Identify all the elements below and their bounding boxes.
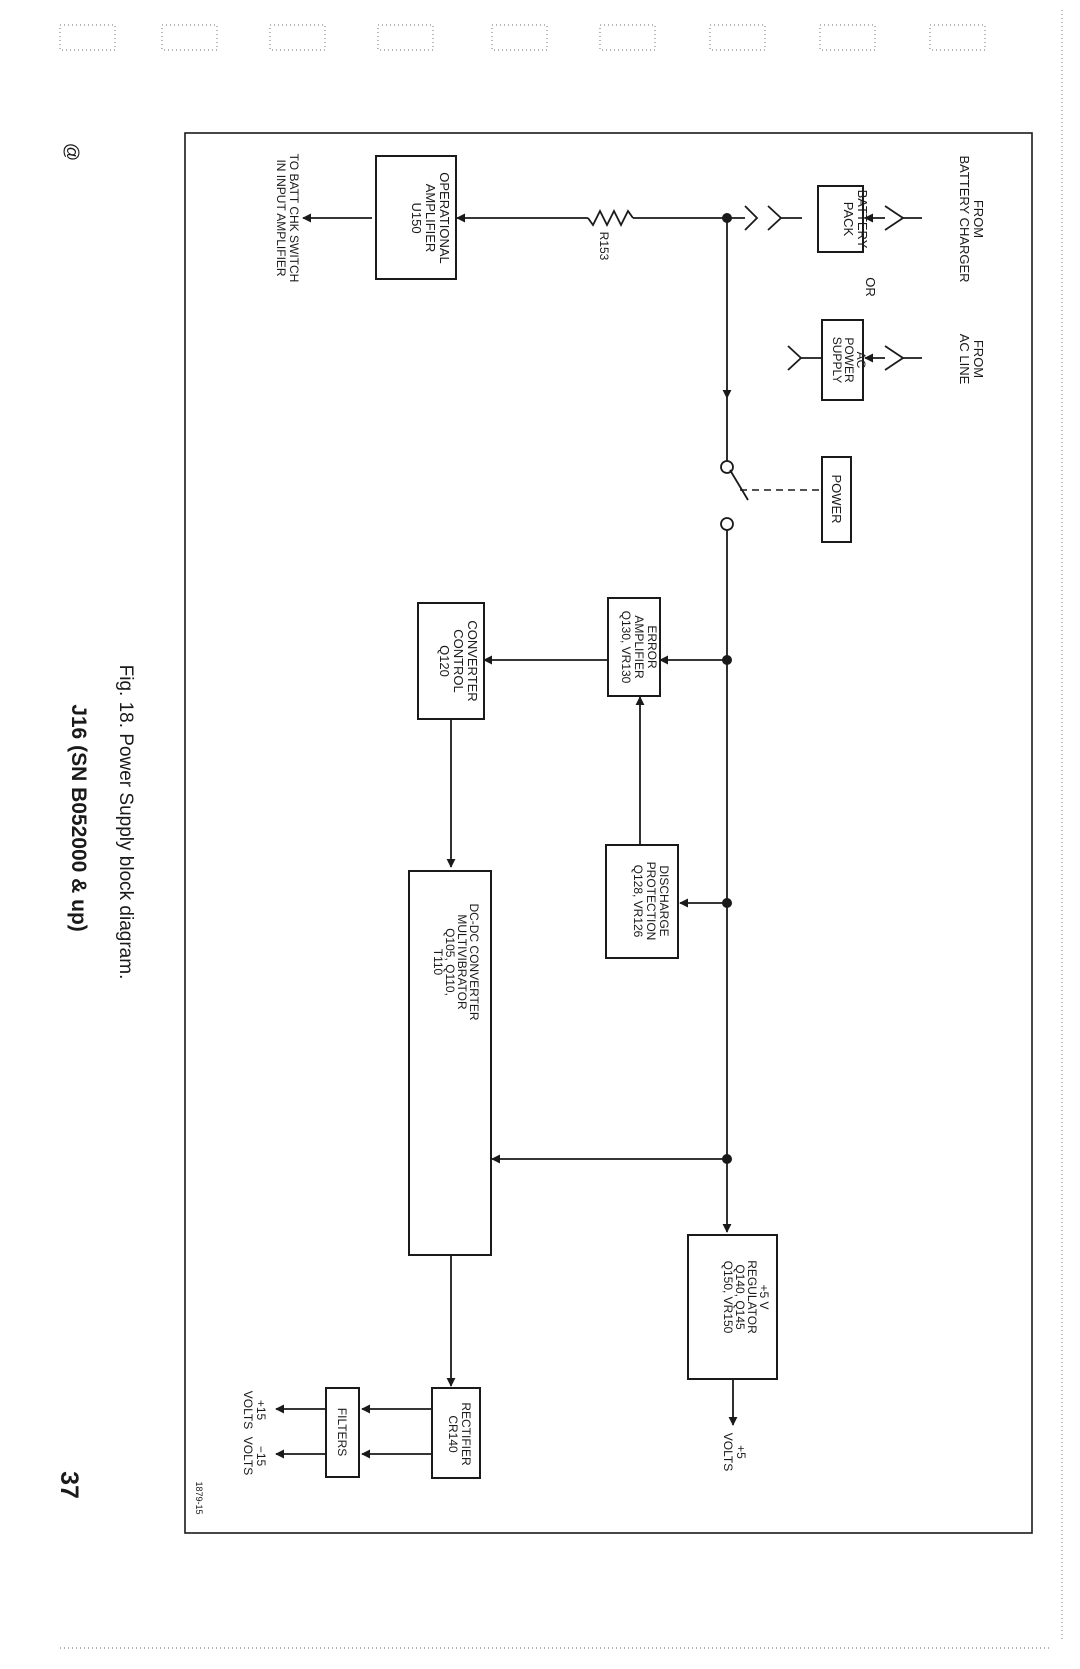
dcdc-label-2: MULTIVIBRATOR (455, 914, 469, 1010)
out15p-label-1: +15 (254, 1400, 268, 1421)
opamp-label-3: U150 (409, 202, 424, 233)
power-switch-label: POWER (829, 474, 844, 523)
ac-input-label-2: AC LINE (957, 334, 972, 385)
rectifier-block (431, 1387, 481, 1479)
ac-power-label-2: POWER (842, 337, 856, 383)
drawing-frame (184, 132, 1033, 1534)
power-switch-block (821, 456, 852, 543)
converter-control-label-1: CONVERTER (465, 620, 480, 701)
dcdc-label-3: Q105, Q110, (443, 928, 457, 996)
rectifier-label-1: RECTIFIER (459, 1402, 473, 1466)
filters-block (325, 1387, 360, 1478)
discharge-label-3: Q128, VR126 (631, 865, 645, 938)
converter-control-block (417, 602, 485, 720)
out15n-label-1: −15 (254, 1446, 268, 1467)
battery-input-label-1: FROM (971, 200, 986, 238)
figure-caption: Fig. 18. Power Supply block diagram. (115, 665, 136, 980)
junction-dot (722, 1154, 732, 1164)
block-diagram: FROM BATTERY CHARGER FROM AC LINE OR BAT… (194, 154, 986, 1515)
regulator-label-3: Q140, Q145 (733, 1264, 747, 1330)
discharge-label-1: DISCHARGE (657, 865, 671, 936)
discharge-protection-block (605, 844, 679, 959)
converter-control-label-3: Q120 (437, 645, 452, 677)
drawing-number: 1879-15 (194, 1481, 204, 1514)
converter-control-label-2: CONTROL (451, 629, 466, 693)
filters-label: FILTERS (335, 1408, 349, 1456)
out15n-label-2: VOLTS (241, 1437, 255, 1475)
battery-input-label-2: BATTERY CHARGER (957, 155, 972, 282)
opamp-label-1: OPERATIONAL (437, 172, 452, 264)
discharge-label-2: PROTECTION (644, 862, 658, 941)
regulator-label-4: Q150, VR150 (721, 1261, 735, 1334)
batt-chk-label-1: TO BATT CHK SWITCH (287, 154, 301, 283)
figure-subtitle: J16 (SN B052000 & up) (67, 704, 90, 932)
battery-pack-block (817, 185, 864, 253)
error-amp-block (607, 597, 661, 697)
resistor-label: R153 (597, 232, 611, 261)
out15p-label-2: VOLTS (241, 1391, 255, 1429)
dcdc-label-4: T110 (431, 949, 445, 976)
rectifier-label-2: CR140 (446, 1415, 460, 1453)
out5-label-1: +5 (734, 1445, 748, 1459)
or-label: OR (863, 277, 878, 297)
error-amp-label-1: ERROR (645, 625, 659, 669)
page-mark: @ (62, 143, 82, 161)
out5-label-2: VOLTS (721, 1433, 735, 1471)
regulator-label-2: REGULATOR (745, 1260, 759, 1334)
dcdc-label-1: DC-DC CONVERTER (467, 903, 481, 1020)
battery-pack-label-1: BATTERY (855, 190, 870, 249)
ac-power-label-3: SUPPLY (830, 337, 844, 383)
junction-dot (722, 213, 732, 223)
ac-input-label-1: FROM (971, 340, 986, 378)
error-amp-label-3: Q130, VR130 (619, 611, 633, 684)
junction-dot (722, 655, 732, 665)
opamp-label-2: AMPLIFIER (423, 184, 438, 253)
scan-artifacts (59, 10, 1063, 1649)
dcdc-converter-block (408, 870, 492, 1256)
ac-power-supply-block (821, 319, 864, 401)
regulator-label-1: +5 V (757, 1284, 771, 1309)
junction-dot (722, 898, 732, 908)
opamp-block (375, 155, 457, 280)
batt-chk-label-2: IN INPUT AMPLIFIER (274, 159, 288, 276)
battery-pack-label-2: PACK (841, 202, 856, 237)
ac-power-label-1: AC (854, 352, 868, 369)
error-amp-label-2: AMPLIFIER (632, 615, 646, 679)
page-number: 37 (55, 1471, 83, 1499)
wires (275, 205, 922, 1459)
regulator-block (687, 1234, 778, 1380)
